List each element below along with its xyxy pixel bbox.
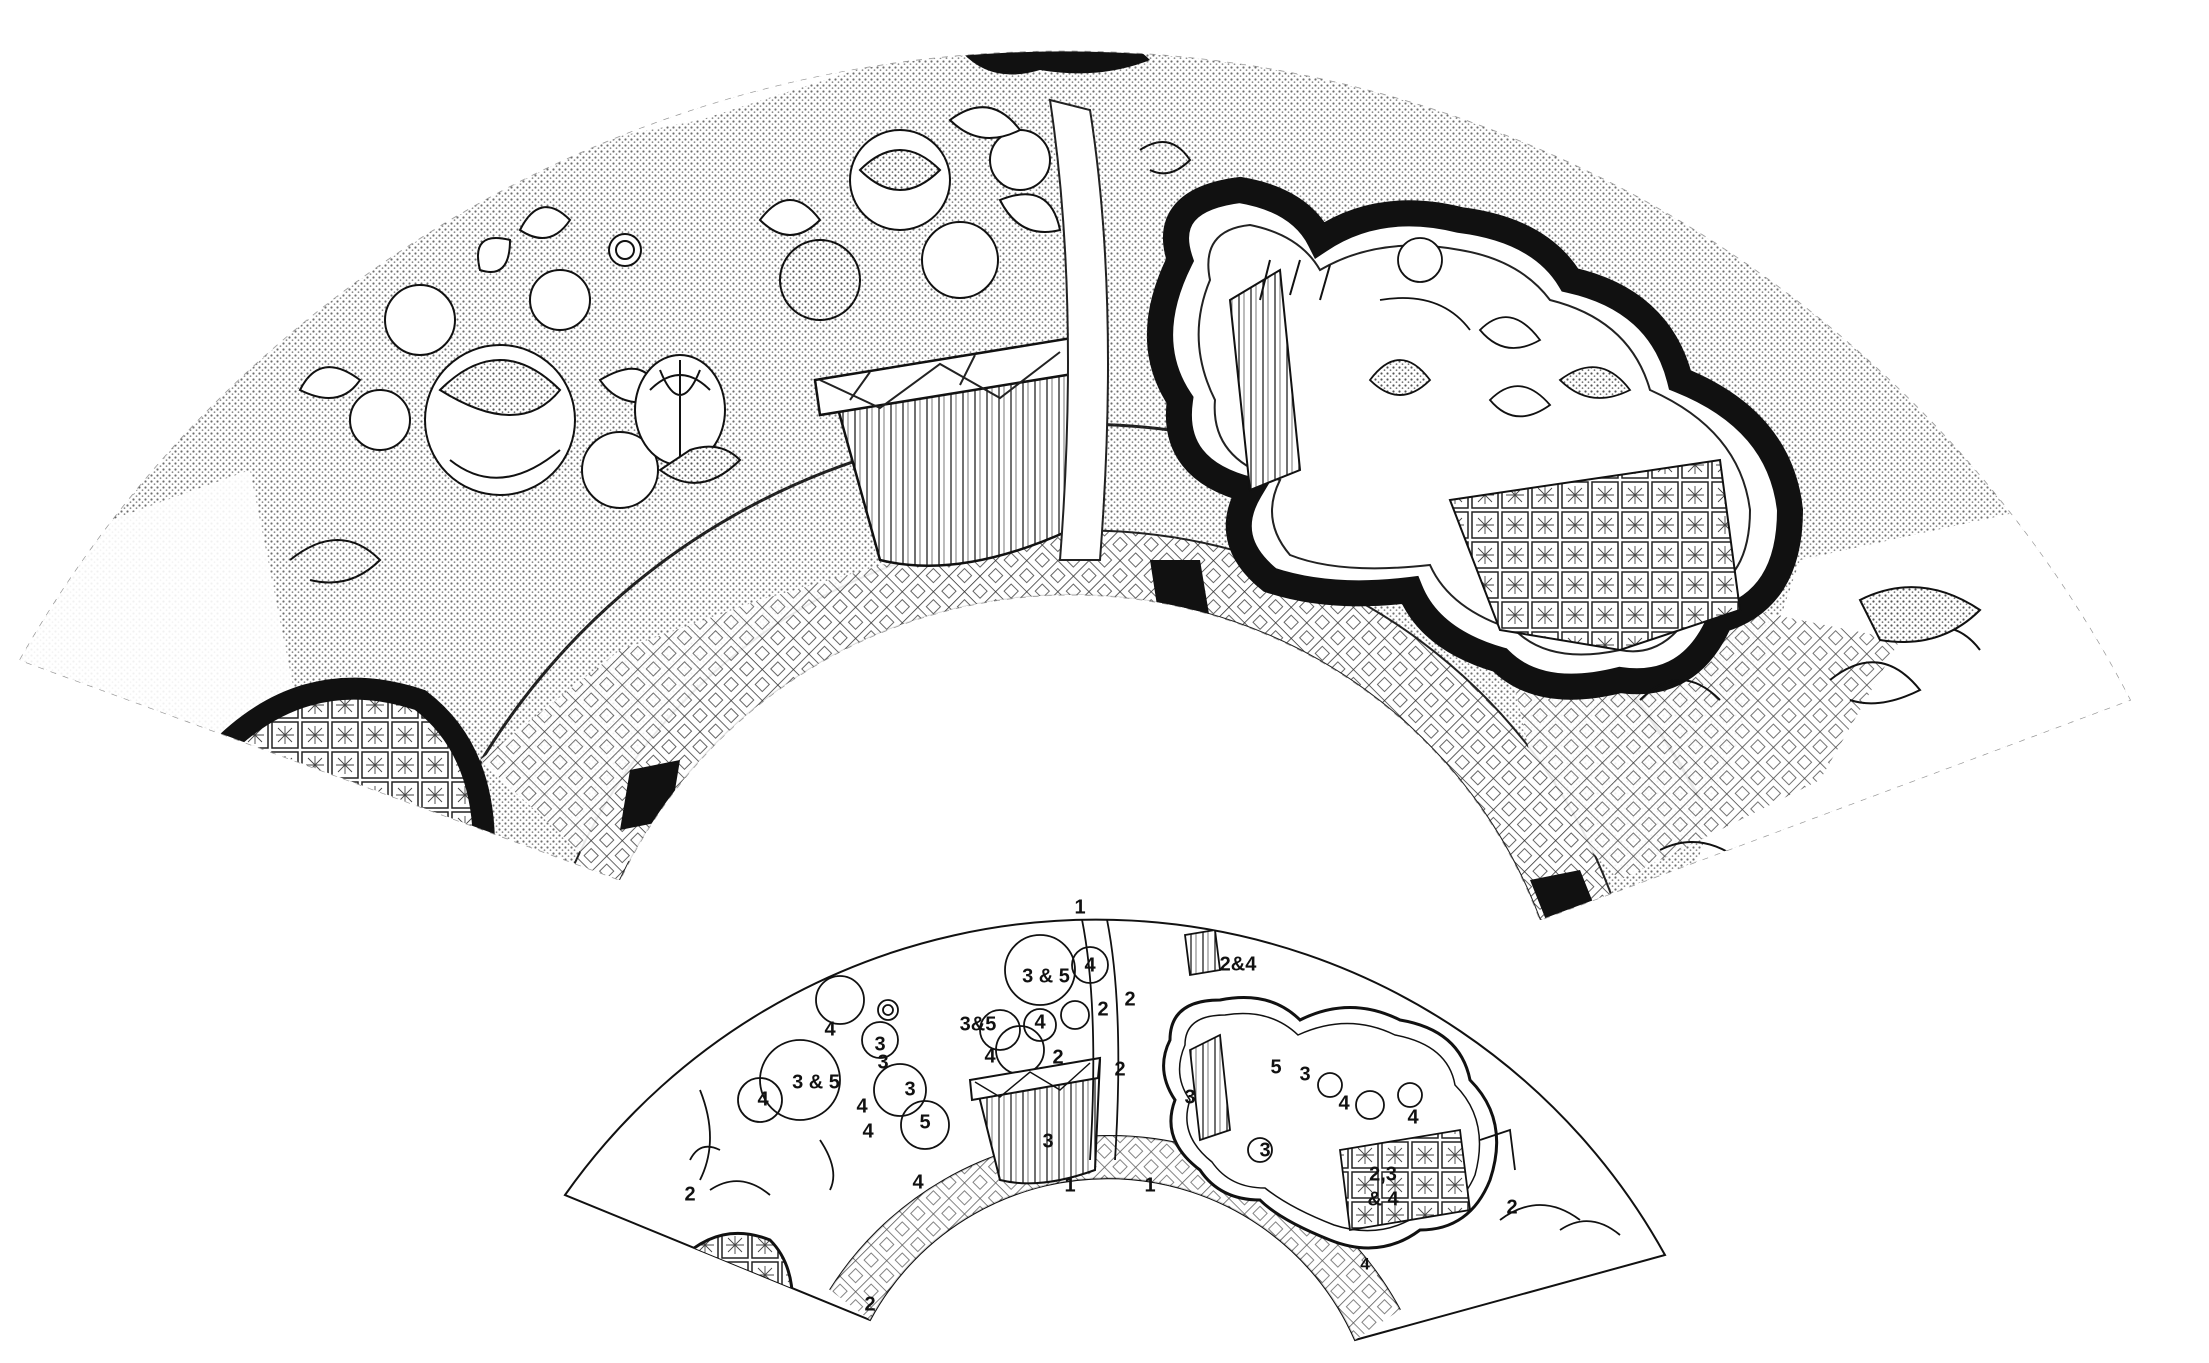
key-label: 3: [1259, 1139, 1270, 1161]
peony-cluster-top: [758, 106, 1062, 321]
key-label: 3: [874, 1033, 885, 1055]
key-label: 3: [877, 1051, 888, 1073]
key-label: 2: [1124, 988, 1135, 1010]
left-medallion: [198, 677, 495, 911]
key-label: 3: [1299, 1063, 1310, 1085]
key-fan-drawing: 1 2&4 3 & 5 4 2 4 3 3&5 4 4 2 3 3 & 5 4 …: [563, 896, 1667, 1342]
key-label: 2: [1097, 998, 1108, 1020]
key-label: 4: [856, 1095, 868, 1117]
key-label: 3: [1184, 1086, 1195, 1108]
key-cartouche-grid: [1338, 1128, 1472, 1232]
key-label: 4: [1360, 1254, 1370, 1273]
key-label: 4: [1034, 1011, 1046, 1033]
pomegranate: [608, 233, 742, 484]
key-label: 5: [1270, 1056, 1281, 1078]
key-label: 3&5: [960, 1013, 997, 1035]
key-label: 3 & 5: [1022, 965, 1070, 987]
key-flower-outlines: [699, 934, 1109, 1191]
key-number-labels: 1 2&4 3 & 5 4 2 4 3 3&5 4 4 2 3 3 & 5 4 …: [684, 896, 1517, 1315]
key-label: 2&4: [1220, 953, 1258, 975]
key-label: 1: [1064, 1174, 1075, 1196]
key-label: 4: [1338, 1092, 1350, 1114]
key-label: 3: [904, 1078, 915, 1100]
key-label: 4: [1084, 954, 1096, 976]
key-label: 5: [919, 1111, 930, 1133]
right-end-ornament: [1659, 586, 1982, 861]
flower-basket: [813, 333, 1092, 567]
key-label: 2: [684, 1183, 695, 1205]
key-label: 2: [1052, 1046, 1063, 1068]
key-label: 3: [1042, 1130, 1053, 1152]
key-label: 2: [864, 1293, 875, 1315]
large-fan-drawing: [18, 50, 2132, 921]
key-label: 4: [824, 1018, 836, 1040]
large-fan-left-white: [20, 470, 300, 800]
key-label: 4: [912, 1171, 924, 1193]
key-label: 2: [1114, 1058, 1125, 1080]
key-label: 4: [862, 1120, 874, 1142]
black-band-center: [1150, 560, 1210, 625]
key-label: 2,3: [1369, 1163, 1397, 1185]
key-label: 1: [1144, 1174, 1155, 1196]
cloud-cartouche: [1147, 176, 1804, 700]
peony-cluster-left: [298, 206, 662, 509]
key-label: 4: [757, 1088, 769, 1110]
vertical-white-band: [1048, 98, 1109, 561]
key-label: & 4: [1367, 1188, 1399, 1210]
key-label: 1: [1074, 896, 1085, 918]
key-label: 2: [1506, 1196, 1517, 1218]
key-label: 4: [1407, 1106, 1419, 1128]
key-label: 4: [984, 1045, 996, 1067]
key-label: 3 & 5: [792, 1071, 840, 1093]
dark-cloud-top: [960, 51, 1150, 75]
